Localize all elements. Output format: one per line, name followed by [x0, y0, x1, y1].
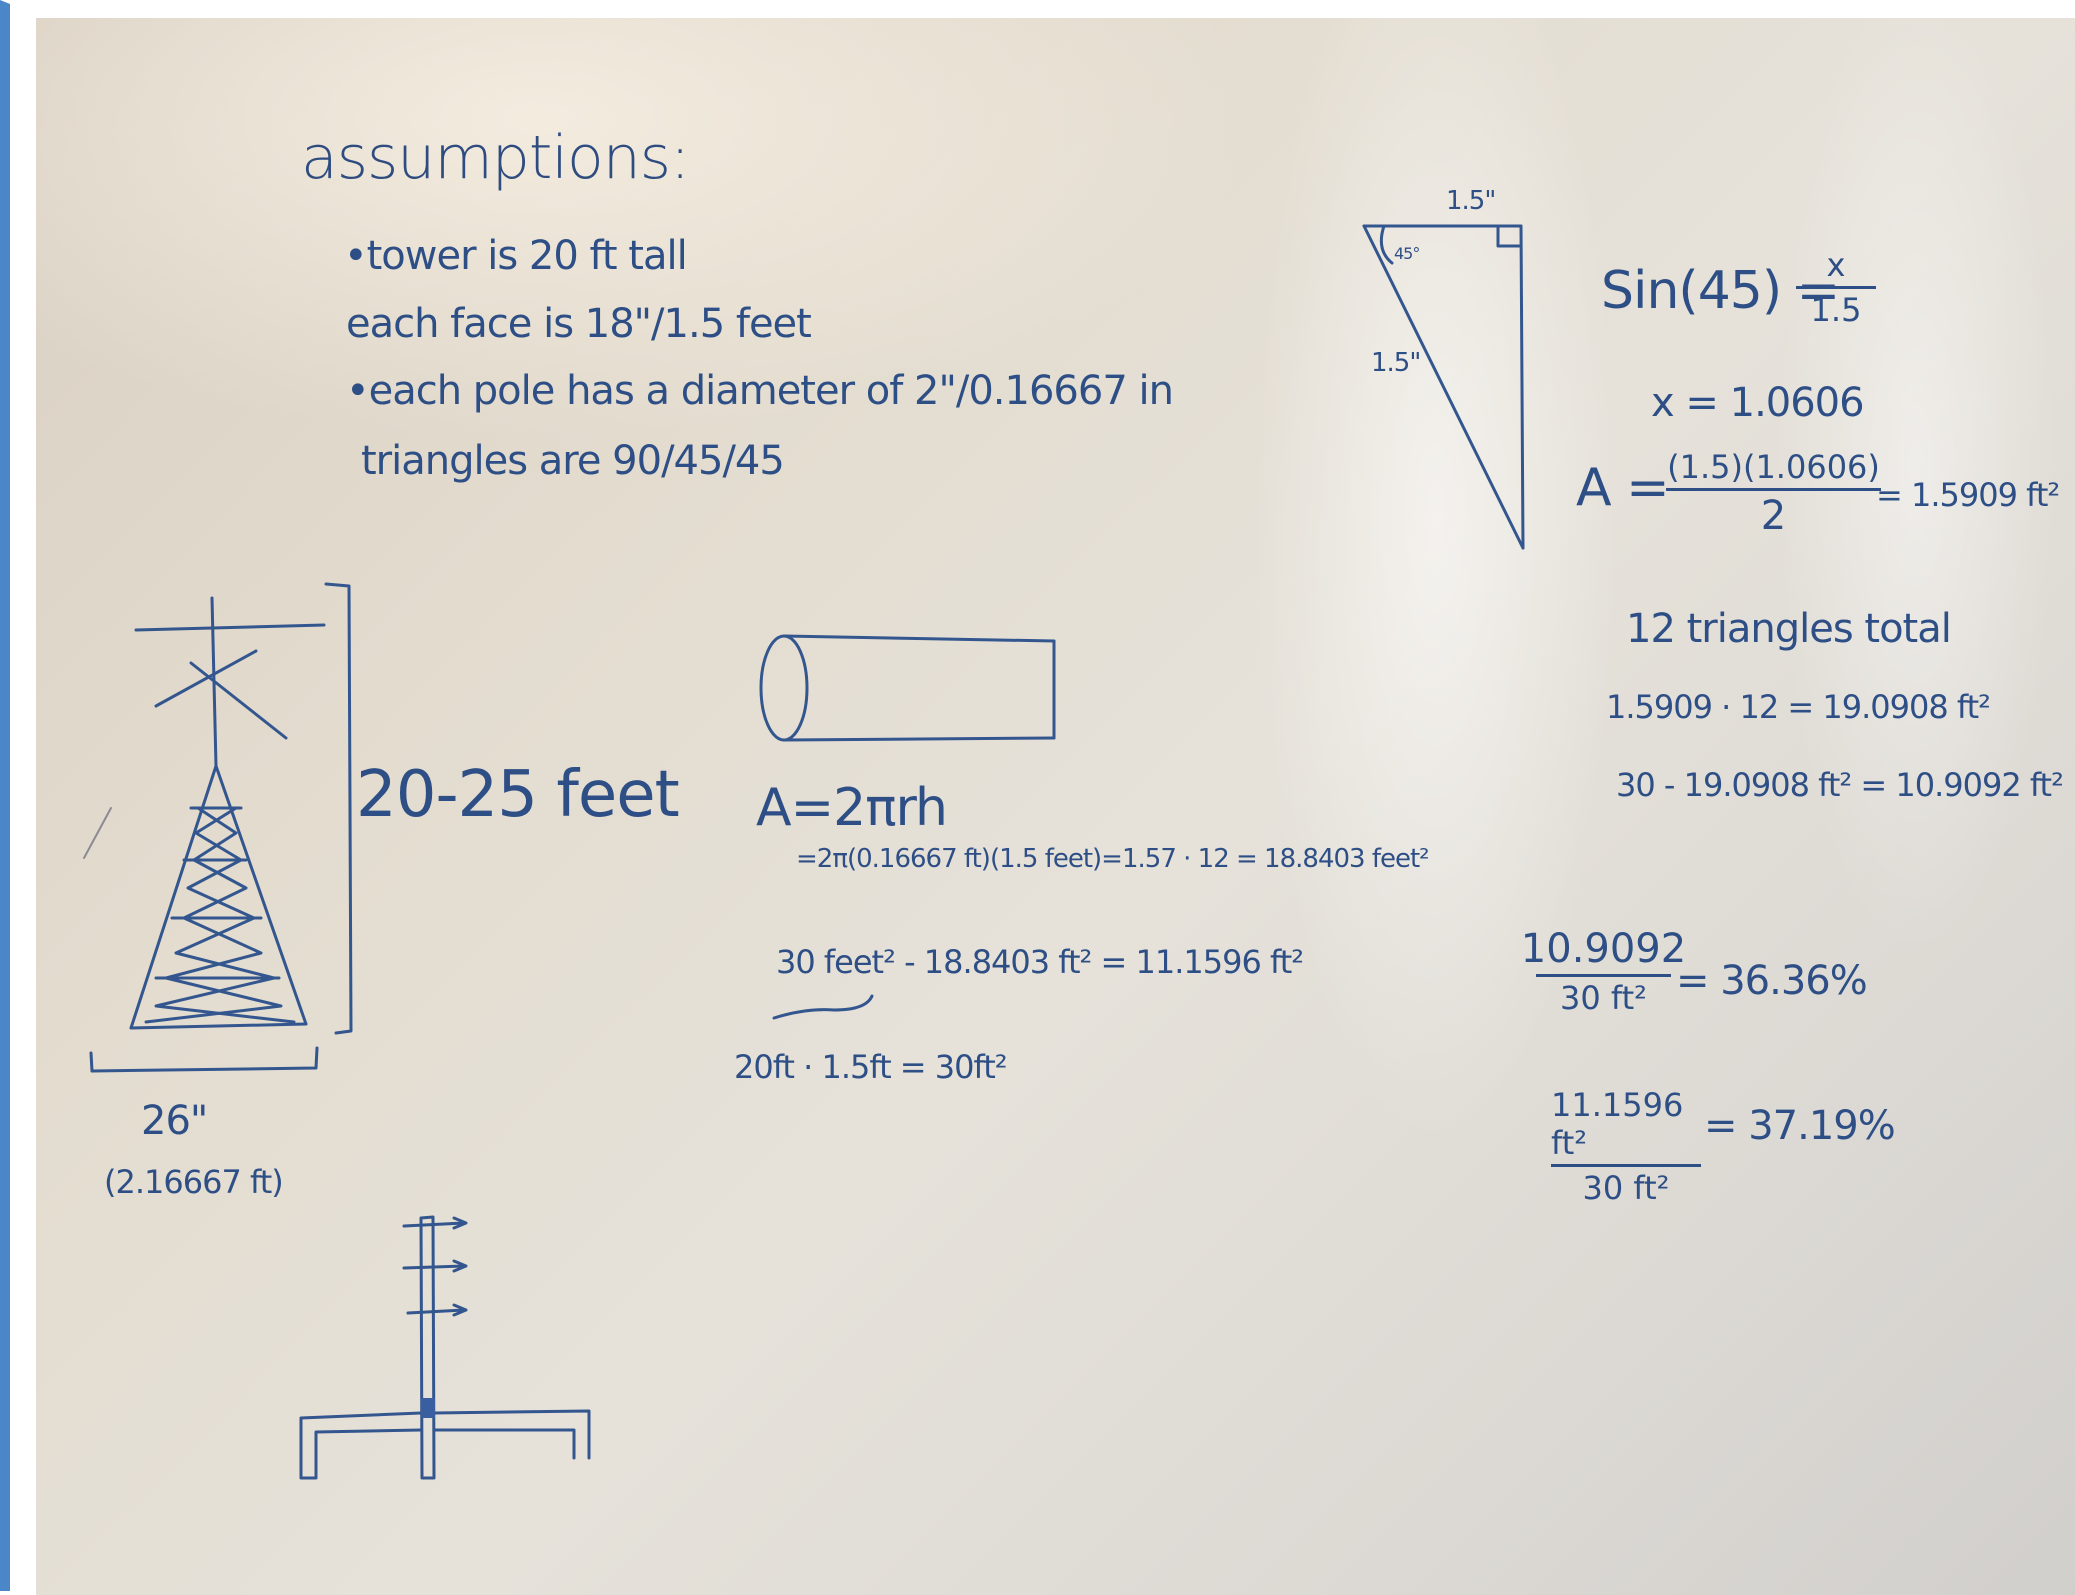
- tower-height-label: 20-25 feet: [356, 758, 680, 832]
- assumptions-heading: assumptions:: [301, 123, 690, 193]
- sin-fraction: x 1.5: [1796, 246, 1876, 329]
- triangle-side-label: 1.5": [1371, 348, 1421, 378]
- area-numerator: (1.5)(1.0606): [1667, 448, 1880, 486]
- percent-1-numerator: 10.9092: [1520, 926, 1687, 972]
- x-value: x = 1.0606: [1651, 380, 1865, 426]
- whiteboard: assumptions: •tower is 20 ft tall each f…: [36, 18, 2075, 1595]
- triangle-angle-label: 45°: [1394, 244, 1420, 263]
- area-result: = 1.5909 ft²: [1876, 476, 2060, 514]
- sin-equation-left: Sin(45) =: [1601, 261, 1840, 321]
- assumption-item: triangles are 90/45/45: [361, 438, 785, 484]
- sketches: [83, 224, 1525, 1480]
- percent-1-denominator: 30 ft²: [1560, 979, 1647, 1017]
- percent-2-numerator: 11.1596 ft²: [1551, 1086, 1684, 1162]
- assumption-item: each face is 18"/1.5 feet: [346, 301, 812, 347]
- percent-fraction-1: 10.9092 30 ft²: [1521, 926, 1686, 1017]
- area-subtraction: 30 feet² - 18.8403 ft² = 11.1596 ft²: [776, 943, 1304, 981]
- cylinder-sketch: [759, 634, 1056, 1020]
- area-denominator: 2: [1760, 493, 1787, 539]
- assumption-item: •each pole has a diameter of 2"/0.16667 …: [346, 368, 1174, 414]
- triangle-sketch: [1362, 224, 1525, 550]
- tower-base-label: 26": [141, 1098, 208, 1144]
- triangle-top-label: 1.5": [1446, 186, 1496, 216]
- sin-denominator: 1.5: [1810, 291, 1862, 329]
- sin-numerator: x: [1826, 246, 1846, 284]
- percent-2-denominator: 30 ft²: [1582, 1169, 1670, 1207]
- remaining-area: 30 - 19.0908 ft² = 10.9092 ft²: [1616, 766, 2064, 804]
- tower-sketch: [83, 582, 353, 1073]
- tower-base-label-ft: (2.16667 ft): [104, 1163, 284, 1201]
- wind-load-sketch: [299, 1215, 591, 1480]
- cylinder-calc: =2π(0.16667 ft)(1.5 feet)=1.57 · 12 = 18…: [796, 844, 1430, 874]
- cylinder-formula: A=2πrh: [756, 778, 948, 838]
- percent-1-result: = 36.36%: [1676, 958, 1868, 1004]
- assumption-item: •tower is 20 ft tall: [344, 233, 688, 279]
- triangle-count: 12 triangles total: [1626, 606, 1952, 652]
- face-area: 20ft · 1.5ft = 30ft²: [734, 1048, 1008, 1086]
- percent-fraction-2: 11.1596 ft² 30 ft²: [1551, 1086, 1701, 1207]
- area-equation-left: A =: [1576, 458, 1670, 518]
- triangle-total: 1.5909 · 12 = 19.0908 ft²: [1606, 688, 1991, 726]
- percent-2-result: = 37.19%: [1704, 1103, 1896, 1149]
- area-fraction: (1.5)(1.0606) 2: [1666, 448, 1881, 539]
